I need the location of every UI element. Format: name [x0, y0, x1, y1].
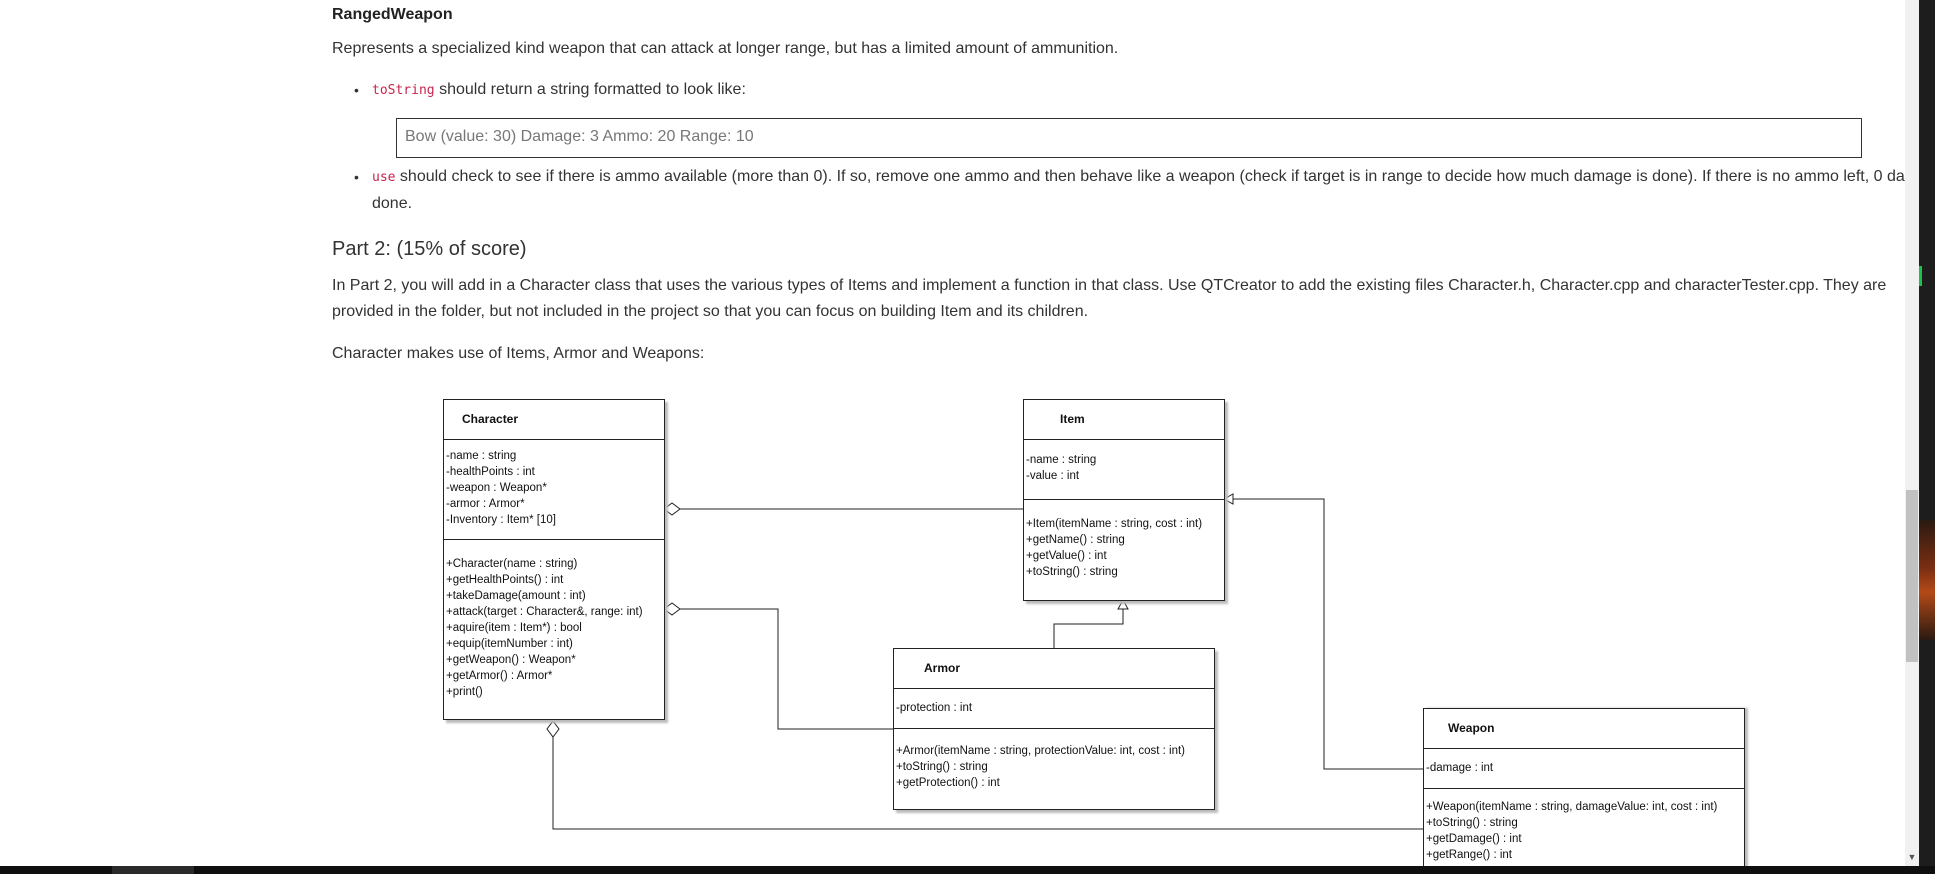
bullet-dot: • — [354, 82, 359, 98]
taskbar-button[interactable] — [112, 866, 194, 874]
uml-method: +takeDamage(amount : int) — [446, 590, 586, 602]
uml-method: +aquire(item : Item*) : bool — [446, 622, 582, 634]
uml-method: +getDamage() : int — [1426, 833, 1522, 845]
part2-heading: Part 2: (15% of score) — [332, 238, 527, 260]
uml-methods: +Character(name : string) +getHealthPoin… — [444, 540, 664, 708]
inheritance-line-weapon — [1233, 498, 1424, 770]
bullet-tostring: • toString should return a string format… — [354, 77, 746, 104]
uml-class-name: Character — [444, 400, 664, 440]
uml-attribute: -protection : int — [896, 702, 973, 714]
part2-paragraph: In Part 2, you will add in a Character c… — [332, 273, 1892, 325]
uml-method: +Weapon(itemName : string, damageValue: … — [1426, 801, 1718, 813]
uml-method: +Character(name : string) — [446, 558, 578, 570]
uml-method: +Armor(itemName : string, protectionValu… — [896, 745, 1185, 757]
bullet-text-line1: should check to see if there is ammo ava… — [395, 168, 1935, 185]
bullet-text: should return a string formatted to look… — [434, 81, 746, 98]
uml-method: +toString() : string — [896, 761, 988, 773]
uml-method: +getValue() : int — [1026, 550, 1107, 562]
uml-methods: +Weapon(itemName : string, damageValue: … — [1424, 789, 1744, 871]
section-heading-rangedweapon: RangedWeapon — [332, 6, 453, 23]
bullet-dot: • — [354, 169, 359, 185]
uml-attribute: -armor : Armor* — [446, 498, 525, 510]
inheritance-line-armor — [1053, 609, 1124, 649]
code-tostring: toString — [372, 83, 435, 98]
uml-class-name: Item — [1024, 400, 1224, 440]
uml-method: +Item(itemName : string, cost : int) — [1026, 518, 1203, 530]
vertical-scrollbar[interactable] — [1905, 0, 1919, 866]
part2-paragraph-line1: In Part 2, you will add in a Character c… — [332, 277, 1887, 294]
uml-method: +getWeapon() : Weapon* — [446, 654, 576, 666]
background-window-image — [1919, 520, 1935, 640]
uml-attributes: -damage : int — [1424, 749, 1744, 789]
scrollbar-thumb[interactable] — [1906, 490, 1918, 662]
uml-class-name: Armor — [894, 649, 1214, 689]
uml-method: +equip(itemNumber : int) — [446, 638, 573, 650]
uml-class-character: Character -name : string -healthPoints :… — [443, 399, 665, 720]
uml-attribute: -name : string — [446, 450, 517, 462]
aggregation-line-armor — [680, 608, 894, 730]
uml-method: +getName() : string — [1026, 534, 1125, 546]
aggregation-diamond-item — [663, 502, 681, 516]
uml-method: +getArmor() : Armor* — [446, 670, 553, 682]
aggregation-diamond-armor — [663, 602, 681, 616]
uml-class-item: Item -name : string -value : int +Item(i… — [1023, 399, 1225, 601]
rangedweapon-description: Represents a specialized kind weapon tha… — [332, 40, 1119, 57]
uml-method: +print() — [446, 686, 483, 698]
uml-attribute: -value : int — [1026, 470, 1080, 482]
uml-class-armor: Armor -protection : int +Armor(itemName … — [893, 648, 1215, 810]
example-output-box: Bow (value: 30) Damage: 3 Ammo: 20 Range… — [396, 118, 1862, 158]
uml-attribute: -healthPoints : int — [446, 466, 535, 478]
uml-method: +getRange() : int — [1426, 849, 1512, 861]
taskbar — [0, 866, 1935, 874]
uml-attributes: -name : string -healthPoints : int -weap… — [444, 440, 664, 540]
code-use: use — [372, 170, 396, 185]
uml-attributes: -protection : int — [894, 689, 1214, 729]
uml-attribute: -damage : int — [1426, 762, 1494, 774]
bullet-use: • use should check to see if there is am… — [354, 164, 1935, 217]
uml-method: +attack(target : Character&, range: int) — [446, 606, 643, 618]
uml-attribute: -Inventory : Item* [10] — [446, 514, 556, 526]
uml-method: +getProtection() : int — [896, 777, 1000, 789]
uml-attribute: -name : string — [1026, 454, 1097, 466]
uml-method: +getHealthPoints() : int — [446, 574, 564, 586]
background-window-indicator — [1919, 266, 1922, 286]
aggregation-diamond-weapon — [546, 720, 560, 738]
uml-attributes: -name : string -value : int — [1024, 440, 1224, 500]
bullet-text-line2: done. — [372, 195, 413, 212]
background-window-edge — [1919, 0, 1935, 866]
scroll-down-arrow-icon[interactable]: ▼ — [1907, 852, 1917, 862]
uml-methods: +Item(itemName : string, cost : int) +ge… — [1024, 500, 1224, 588]
inheritance-arrow-armor — [1117, 598, 1129, 610]
part2-intro: Character makes use of Items, Armor and … — [332, 345, 705, 362]
uml-class-weapon: Weapon -damage : int +Weapon(itemName : … — [1423, 708, 1745, 867]
uml-method: +toString() : string — [1026, 566, 1118, 578]
uml-class-name: Weapon — [1424, 709, 1744, 749]
part2-paragraph-line2: provided in the folder, but not included… — [332, 303, 1089, 320]
uml-methods: +Armor(itemName : string, protectionValu… — [894, 729, 1214, 799]
uml-method: +toString() : string — [1426, 817, 1518, 829]
uml-attribute: -weapon : Weapon* — [446, 482, 547, 494]
inheritance-arrow-weapon — [1222, 493, 1234, 505]
